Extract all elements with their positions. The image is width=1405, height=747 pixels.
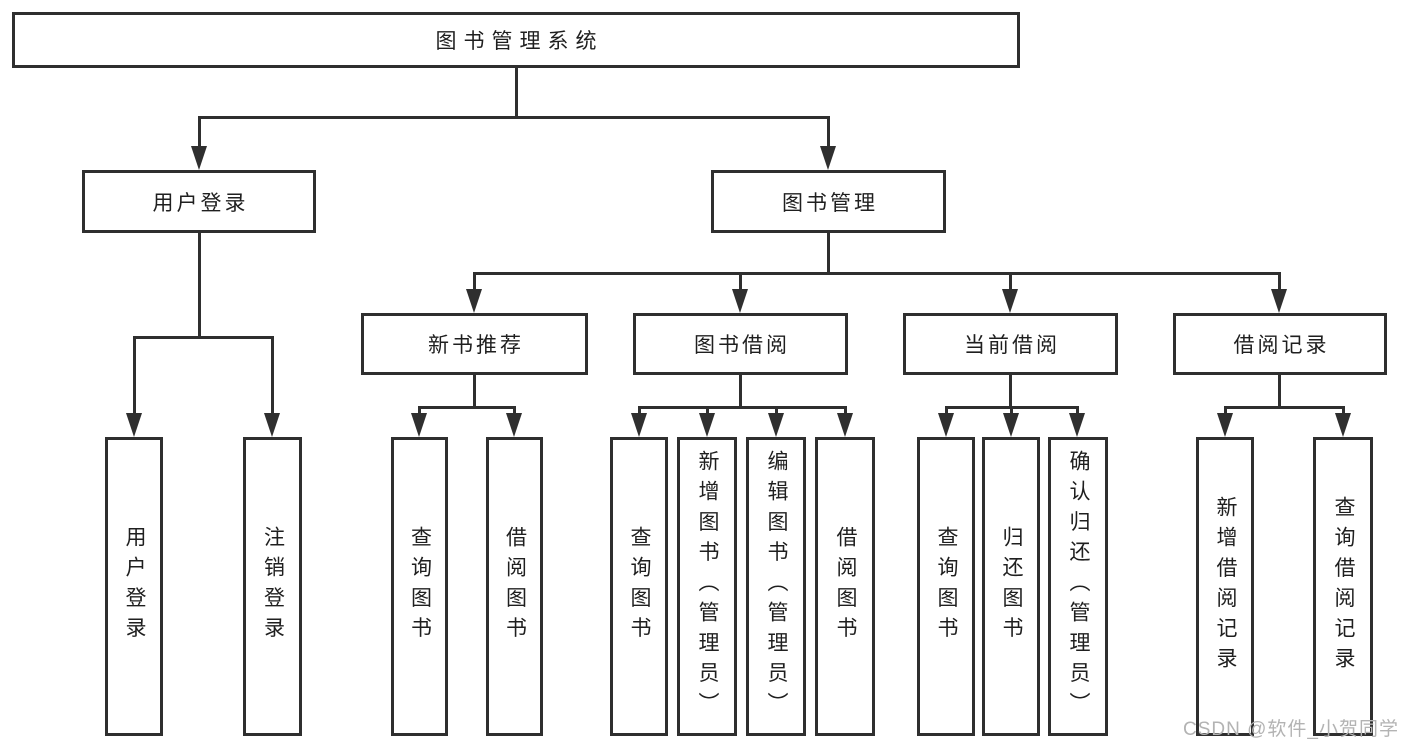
node-new-book-recommend-label: 新书推荐: [428, 334, 524, 357]
connector-arrowhead: [837, 413, 853, 437]
leaf-label: 查询图书: [935, 526, 958, 647]
connector-line: [133, 336, 136, 416]
connector-line: [198, 231, 201, 339]
connector-line: [198, 116, 830, 119]
connector-line: [1224, 406, 1227, 416]
connector-line: [271, 336, 274, 416]
connector-arrowhead: [768, 413, 784, 437]
leaf-label: 查询借阅记录: [1332, 495, 1355, 678]
connector-line: [1278, 373, 1281, 409]
connector-line: [739, 272, 742, 292]
connector-arrowhead: [820, 146, 836, 170]
connector-line: [827, 231, 830, 275]
connector-line: [513, 406, 516, 416]
connector-line: [638, 406, 846, 409]
connector-line: [945, 406, 948, 416]
node-current-borrowing-label: 当前借阅: [964, 334, 1060, 357]
connector-line: [473, 272, 476, 292]
node-book-borrowing: 图书借阅: [633, 313, 848, 375]
connector-line: [706, 406, 709, 416]
node-borrowing-records: 借阅记录: [1173, 313, 1387, 375]
leaf-label: 归还图书: [1000, 526, 1023, 647]
node-add-borrow-record: 新增借阅记录: [1196, 437, 1254, 736]
leaf-label: 借阅图书: [503, 526, 527, 647]
connector-arrowhead: [1069, 413, 1085, 437]
leaf-label: 查询图书: [408, 526, 432, 647]
connector-arrowhead: [1271, 289, 1287, 313]
leaf-label: 借阅图书: [834, 526, 857, 647]
node-user-login-leaf: 用户登录: [105, 437, 163, 736]
node-logout: 注销登录: [243, 437, 302, 736]
connector-line: [1342, 406, 1345, 416]
connector-arrowhead: [732, 289, 748, 313]
connector-line: [515, 66, 518, 119]
connector-arrowhead: [1335, 413, 1351, 437]
connector-line: [739, 373, 742, 409]
leaf-label: 新增借阅记录: [1214, 495, 1237, 678]
node-borrow-books: 借阅图书: [486, 437, 543, 736]
connector-line: [473, 373, 476, 409]
node-query-books: 查询图书: [917, 437, 975, 736]
connector-line: [418, 406, 516, 409]
connector-arrowhead: [699, 413, 715, 437]
connector-line: [1010, 406, 1013, 416]
node-return-books: 归还图书: [982, 437, 1040, 736]
connector-arrowhead: [1002, 289, 1018, 313]
node-query-books: 查询图书: [610, 437, 668, 736]
connector-arrowhead: [126, 413, 142, 437]
connector-line: [1009, 373, 1012, 409]
node-user-login: 用户登录: [82, 170, 316, 233]
connector-line: [198, 116, 201, 150]
connector-line: [638, 406, 641, 416]
node-new-book-recommend: 新书推荐: [361, 313, 588, 375]
connector-arrowhead: [264, 413, 280, 437]
connector-line: [844, 406, 847, 416]
connector-arrowhead: [1217, 413, 1233, 437]
connector-arrowhead: [506, 413, 522, 437]
connector-line: [1224, 406, 1344, 409]
node-book-borrowing-label: 图书借阅: [694, 334, 790, 357]
leaf-label: 查询图书: [628, 526, 651, 647]
node-confirm-return-admin: 确认归还（管理员）: [1048, 437, 1108, 736]
node-root: 图书管理系统: [12, 12, 1020, 68]
connector-line: [827, 116, 830, 150]
node-borrow-books: 借阅图书: [815, 437, 875, 736]
node-user-login-label: 用户登录: [152, 191, 249, 215]
connector-arrowhead: [191, 146, 207, 170]
connector-arrowhead: [466, 289, 482, 313]
leaf-label: 确认归还（管理员）: [1067, 450, 1090, 723]
leaf-label: 用户登录: [123, 526, 146, 647]
node-edit-book-admin: 编辑图书（管理员）: [746, 437, 806, 736]
node-book-management-label: 图书管理: [782, 191, 878, 215]
connector-line: [418, 406, 421, 416]
node-query-books: 查询图书: [391, 437, 448, 736]
leaf-label: 新增图书（管理员）: [696, 450, 719, 723]
leaf-label: 编辑图书（管理员）: [765, 450, 788, 723]
node-book-management: 图书管理: [711, 170, 946, 233]
connector-arrowhead: [1003, 413, 1019, 437]
connector-line: [775, 406, 778, 416]
connector-line: [1076, 406, 1079, 416]
connector-arrowhead: [631, 413, 647, 437]
connector-line: [1009, 272, 1012, 292]
node-borrowing-records-label: 借阅记录: [1233, 334, 1330, 357]
connector-arrowhead: [938, 413, 954, 437]
connector-arrowhead: [411, 413, 427, 437]
connector-line: [473, 272, 1281, 275]
watermark: CSDN @软件_小贺同学: [1183, 719, 1399, 740]
node-root-label: 图书管理系统: [435, 30, 604, 53]
connector-line: [133, 336, 274, 339]
node-add-book-admin: 新增图书（管理员）: [677, 437, 737, 736]
leaf-label: 注销登录: [261, 526, 285, 647]
connector-line: [1278, 272, 1281, 292]
node-current-borrowing: 当前借阅: [903, 313, 1118, 375]
node-query-borrow-record: 查询借阅记录: [1313, 437, 1373, 736]
